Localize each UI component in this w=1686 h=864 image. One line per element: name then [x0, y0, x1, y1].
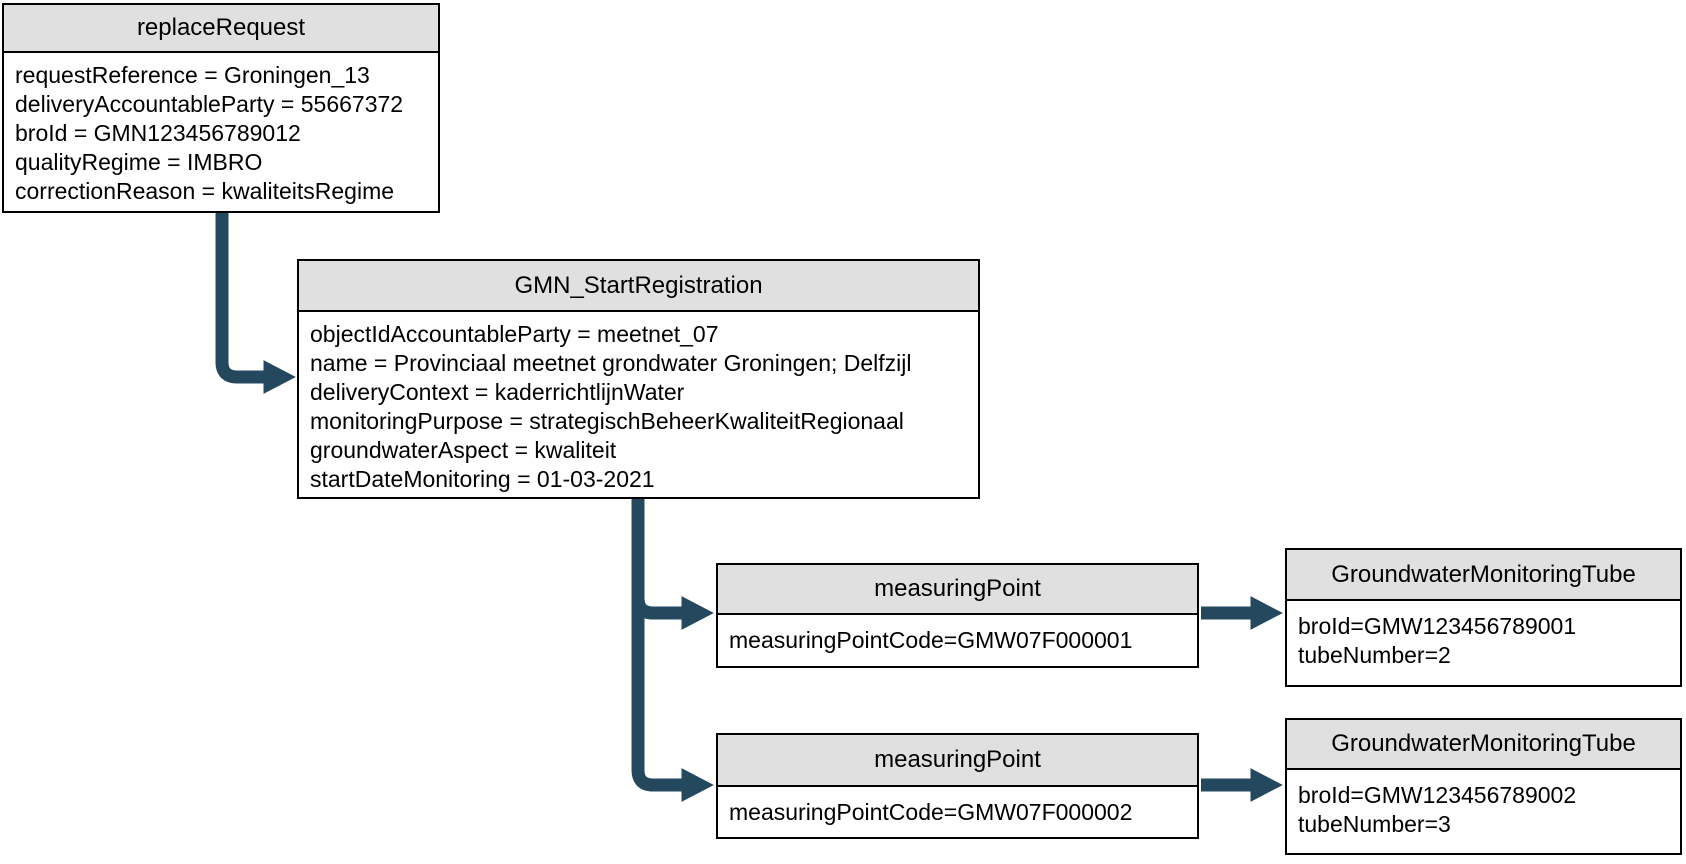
- node-measuring-point-1-header: measuringPoint: [718, 565, 1197, 615]
- node-groundwater-monitoring-tube-1-body: broId=GMW123456789001 tubeNumber=2: [1287, 601, 1680, 678]
- node-measuring-point-2-header: measuringPoint: [718, 735, 1197, 787]
- node-title: GroundwaterMonitoringTube: [1331, 730, 1636, 757]
- node-groundwater-monitoring-tube-1: GroundwaterMonitoringTube broId=GMW12345…: [1285, 548, 1682, 687]
- node-attribute: broId=GMW123456789001: [1298, 613, 1577, 639]
- node-groundwater-monitoring-tube-2: GroundwaterMonitoringTube broId=GMW12345…: [1285, 718, 1682, 855]
- node-measuring-point-2: measuringPoint measuringPointCode=GMW07F…: [716, 733, 1199, 839]
- node-title: GroundwaterMonitoringTube: [1331, 560, 1636, 588]
- node-attribute: startDateMonitoring = 01-03-2021: [310, 466, 655, 492]
- node-gmn-start-registration-body: objectIdAccountableParty = meetnet_07 na…: [299, 312, 978, 502]
- node-attribute: correctionReason = kwaliteitsRegime: [15, 178, 395, 204]
- node-groundwater-monitoring-tube-2-body: broId=GMW123456789002 tubeNumber=3: [1287, 770, 1680, 847]
- node-attribute: requestReference = Groningen_13: [15, 62, 370, 88]
- node-title: GMN_StartRegistration: [514, 271, 763, 299]
- node-attribute: tubeNumber=2: [1298, 642, 1451, 668]
- node-attribute: tubeNumber=3: [1298, 811, 1451, 837]
- node-title: replaceRequest: [136, 14, 306, 41]
- connector-gmnstartregistration-to-measuringpoint-2: [631, 499, 714, 802]
- node-attribute: monitoringPurpose = strategischBeheerKwa…: [310, 408, 904, 434]
- node-attribute: qualityRegime = IMBRO: [15, 149, 263, 175]
- node-replace-request: replaceRequest requestReference = Gronin…: [2, 3, 440, 213]
- node-groundwater-monitoring-tube-1-header: GroundwaterMonitoringTube: [1287, 550, 1680, 601]
- node-attribute: broId = GMN123456789012: [15, 120, 301, 146]
- node-attribute: measuringPointCode=GMW07F000001: [729, 627, 1133, 653]
- node-measuring-point-1: measuringPoint measuringPointCode=GMW07F…: [716, 563, 1199, 668]
- node-attribute: name = Provinciaal meetnet grondwater Gr…: [310, 350, 912, 376]
- node-measuring-point-2-body: measuringPointCode=GMW07F000002: [718, 787, 1197, 835]
- node-replace-request-body: requestReference = Groningen_13 delivery…: [4, 53, 438, 214]
- node-attribute: deliveryAccountableParty = 55667372: [15, 91, 404, 117]
- node-attribute: measuringPointCode=GMW07F000002: [729, 799, 1133, 825]
- connector-gmnstartregistration-to-measuringpoint-1: [631, 499, 714, 630]
- connector-replacerequest-to-gmnstartregistration: [215, 213, 296, 394]
- node-measuring-point-1-body: measuringPointCode=GMW07F000001: [718, 615, 1197, 663]
- node-replace-request-header: replaceRequest: [4, 5, 438, 53]
- node-title: measuringPoint: [874, 746, 1041, 773]
- node-attribute: objectIdAccountableParty = meetnet_07: [310, 321, 719, 347]
- node-attribute: groundwaterAspect = kwaliteit: [310, 437, 617, 463]
- node-attribute: broId=GMW123456789002: [1298, 782, 1577, 808]
- node-attribute: deliveryContext = kaderrichtlijnWater: [310, 379, 685, 405]
- node-gmn-start-registration: GMN_StartRegistration objectIdAccountabl…: [297, 259, 980, 499]
- node-gmn-start-registration-header: GMN_StartRegistration: [299, 261, 978, 312]
- node-groundwater-monitoring-tube-2-header: GroundwaterMonitoringTube: [1287, 720, 1680, 770]
- node-title: measuringPoint: [874, 575, 1041, 602]
